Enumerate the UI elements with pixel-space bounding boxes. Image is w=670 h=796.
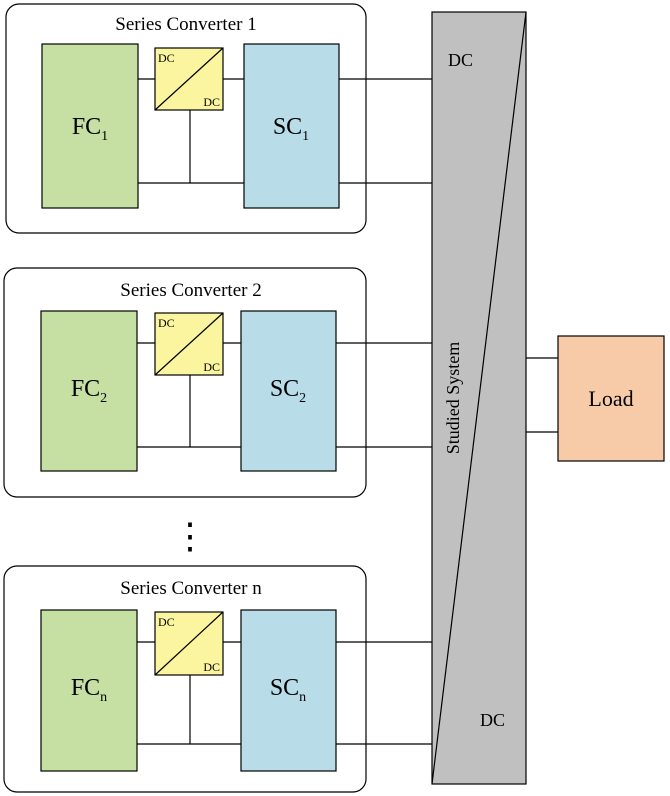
dcdc-input-label: DC xyxy=(158,615,175,629)
series-converter-2: Series Converter 2 FC2 DC DC SC2 xyxy=(3,267,367,498)
dcdc-output-label: DC xyxy=(203,660,220,674)
fuel-cell-block xyxy=(40,609,138,772)
dcdc-output-label: DC xyxy=(203,360,220,374)
dcdc-diagonal xyxy=(154,47,224,111)
load: Load xyxy=(526,335,665,462)
more-converters-ellipsis: ⋮ xyxy=(172,516,208,556)
supercapacitor-label: SCn xyxy=(270,675,306,705)
studied-system: DC DC Studied System xyxy=(431,11,527,785)
converter-title: Series Converter 2 xyxy=(120,280,261,301)
fuel-cell-block xyxy=(40,310,138,472)
dcdc-input-label: DC xyxy=(158,316,175,330)
studied-system-diagonal xyxy=(431,11,527,785)
dcdc-diagonal xyxy=(154,611,224,676)
series-converter-1: Series Converter 1 FC1 DC DC SC1 xyxy=(5,3,367,234)
studied-system-dc-bottom-label: DC xyxy=(480,710,505,730)
load-label: Load xyxy=(588,386,633,411)
load-block xyxy=(557,335,665,462)
fuel-cell-label: FC1 xyxy=(72,114,108,144)
studied-system-dc-top-label: DC xyxy=(448,50,473,70)
supercapacitor-label: SC1 xyxy=(273,114,309,144)
supercapacitor-block xyxy=(240,310,337,472)
studied-system-label: Studied System xyxy=(443,342,463,455)
fuel-cell-block xyxy=(41,43,139,209)
converter-title: Series Converter 1 xyxy=(115,14,256,35)
supercapacitor-block xyxy=(240,609,337,772)
dcdc-diagonal xyxy=(154,312,224,376)
dcdc-output-label: DC xyxy=(203,95,220,109)
bus-connections xyxy=(336,78,432,745)
fuel-cell-label: FC2 xyxy=(71,376,107,406)
converter-title: Series Converter n xyxy=(120,578,262,599)
supercapacitor-label: SC2 xyxy=(270,376,306,406)
dcdc-input-label: DC xyxy=(158,51,175,65)
supercapacitor-block xyxy=(243,43,340,209)
series-converter-n: Series Converter n FCn DC DC SCn xyxy=(3,565,367,793)
fuel-cell-label: FCn xyxy=(71,675,107,705)
